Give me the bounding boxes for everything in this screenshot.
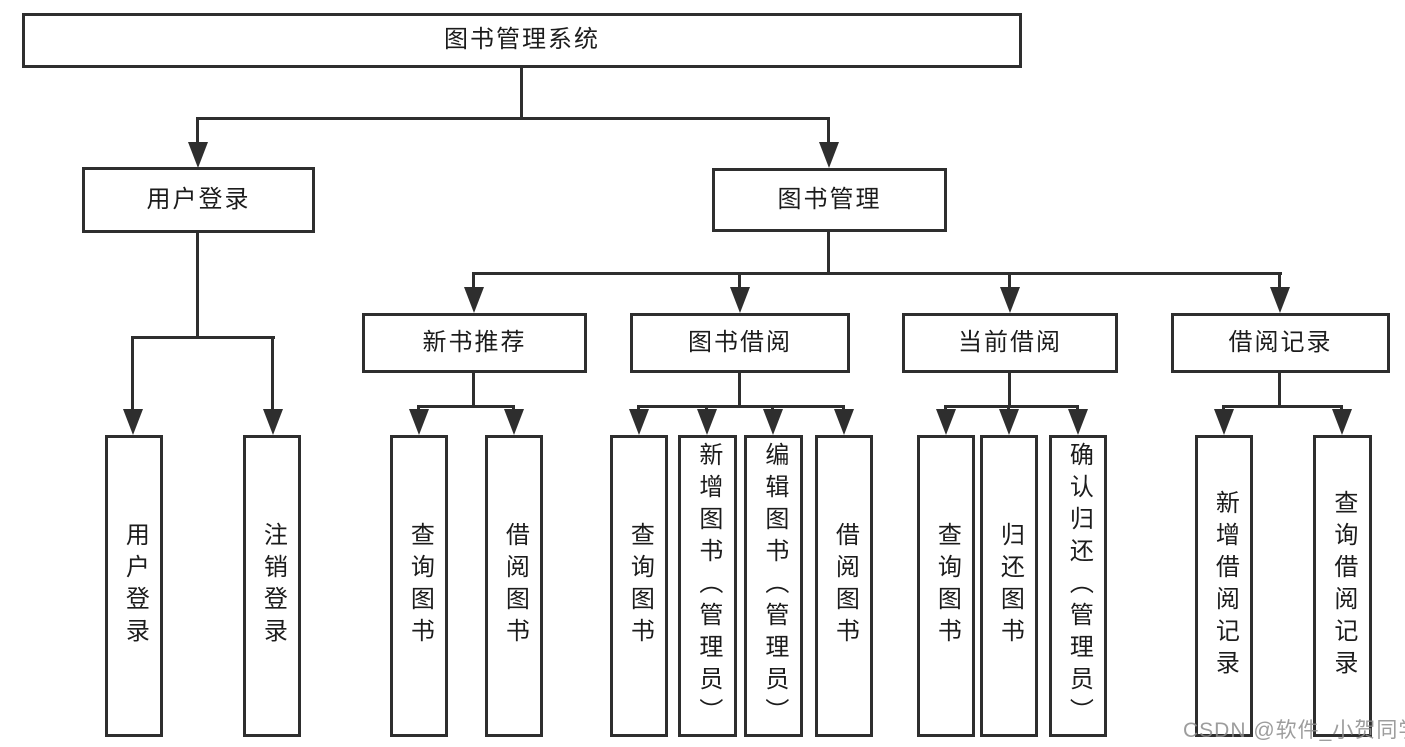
- edge-arrow-stem: [196, 117, 199, 144]
- leaf-query-books-1: 查询图书: [390, 435, 448, 737]
- edge-group-branch: [1223, 405, 1343, 408]
- edge-arrow-stem: [271, 336, 274, 409]
- edge-root-branch: [197, 117, 830, 120]
- node-book-borrow: 图书借阅: [630, 313, 850, 373]
- edge-arrow-stem: [1008, 272, 1011, 287]
- leaf-confirm-return-admin: 确认归还（管理员）: [1049, 435, 1107, 737]
- leaf-query-books-2: 查询图书: [610, 435, 668, 737]
- edge-arrow-stem: [417, 405, 420, 409]
- edge-arrow-stem: [1278, 272, 1281, 287]
- arrowhead-icon: [629, 409, 649, 435]
- leaf-borrow-books-2: 借阅图书: [815, 435, 873, 737]
- arrowhead-icon: [464, 287, 484, 313]
- arrowhead-icon: [188, 142, 208, 168]
- arrowhead-icon: [1068, 409, 1088, 435]
- edge-arrow-stem: [1007, 405, 1010, 409]
- arrowhead-icon: [834, 409, 854, 435]
- edge-group-stem: [472, 373, 475, 405]
- leaf-return-books: 归还图书: [980, 435, 1038, 737]
- node-user-login: 用户登录: [82, 167, 315, 233]
- edge-group-branch: [638, 405, 845, 408]
- arrowhead-icon: [763, 409, 783, 435]
- arrowhead-icon: [730, 287, 750, 313]
- edge-group-stem: [1278, 373, 1281, 405]
- arrowhead-icon: [504, 409, 524, 435]
- leaf-query-books-3: 查询图书: [917, 435, 975, 737]
- node-book-management: 图书管理: [712, 168, 947, 232]
- csdn-watermark: CSDN @软件_小贺同学: [1183, 719, 1405, 742]
- edge-arrow-stem: [771, 405, 774, 409]
- arrowhead-icon: [697, 409, 717, 435]
- edge-group-branch: [418, 405, 515, 408]
- arrowhead-icon: [263, 409, 283, 435]
- arrowhead-icon: [1332, 409, 1352, 435]
- edge-arrow-stem: [705, 405, 708, 409]
- leaf-borrow-books-1: 借阅图书: [485, 435, 543, 737]
- node-borrow-records: 借阅记录: [1171, 313, 1390, 373]
- arrowhead-icon: [1214, 409, 1234, 435]
- arrowhead-icon: [819, 142, 839, 168]
- leaf-query-borrow-record: 查询借阅记录: [1313, 435, 1372, 737]
- edge-arrow-stem: [1222, 405, 1225, 409]
- edge-arrow-stem: [131, 336, 134, 409]
- edge-arrow-stem: [512, 405, 515, 409]
- arrowhead-icon: [123, 409, 143, 435]
- edge-arrow-stem: [637, 405, 640, 409]
- leaf-user-login: 用户登录: [105, 435, 163, 737]
- edge-group-branch: [945, 405, 1079, 408]
- edge-arrow-stem: [944, 405, 947, 409]
- arrowhead-icon: [1000, 287, 1020, 313]
- leaf-logout: 注销登录: [243, 435, 301, 737]
- edge-group-stem: [1008, 373, 1011, 405]
- node-new-book-recommend: 新书推荐: [362, 313, 587, 373]
- arrowhead-icon: [409, 409, 429, 435]
- node-current-borrow: 当前借阅: [902, 313, 1118, 373]
- edge-arrow-stem: [842, 405, 845, 409]
- edge-arrow-stem: [827, 117, 830, 144]
- edge-bookmgmt-stem: [827, 232, 830, 272]
- edge-root-stem: [520, 68, 523, 117]
- leaf-edit-books-admin: 编辑图书（管理员）: [744, 435, 803, 737]
- leaf-add-books-admin: 新增图书（管理员）: [678, 435, 737, 737]
- edge-arrow-stem: [1076, 405, 1079, 409]
- leaf-add-borrow-record: 新增借阅记录: [1195, 435, 1253, 737]
- edge-arrow-stem: [738, 272, 741, 287]
- arrowhead-icon: [1270, 287, 1290, 313]
- edge-arrow-stem: [472, 272, 475, 287]
- edge-userlogin-branch: [132, 336, 275, 339]
- arrowhead-icon: [936, 409, 956, 435]
- node-root-library-system: 图书管理系统: [22, 13, 1022, 68]
- arrowhead-icon: [999, 409, 1019, 435]
- edge-userlogin-stem: [196, 233, 199, 336]
- edge-arrow-stem: [1340, 405, 1343, 409]
- edge-bookmgmt-branch: [473, 272, 1282, 275]
- edge-group-stem: [738, 373, 741, 405]
